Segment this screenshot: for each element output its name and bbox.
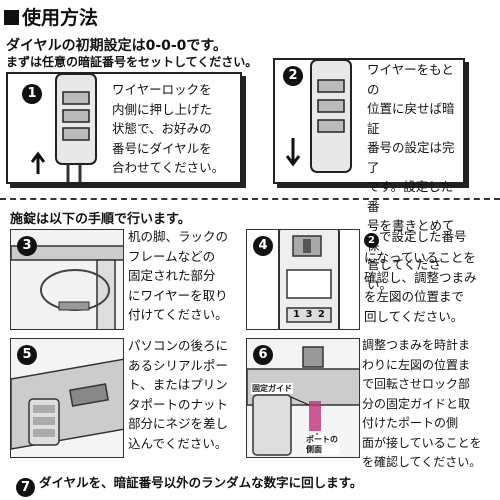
intro-line-1: ダイヤルの初期設定は0-0-0です。 <box>6 38 228 54</box>
step-4-number: 4 <box>253 236 273 256</box>
lock-dial-illustration-2 <box>285 60 352 173</box>
step-4-body: で設定した番号 になっていることを 確認し、調整つまみ を左図の位置まで 回して… <box>364 229 477 324</box>
step-2-number: 2 <box>283 66 303 86</box>
step-1-text: ワイヤーロックを 内側に押し上げた 状態で、お好みの 番号にダイヤルを 合わせて… <box>112 82 225 175</box>
lock-top-view-illustration <box>278 230 340 329</box>
step-1-number: 1 <box>22 84 42 104</box>
step-6-image: 6 固定ガイド ポートの 側面 <box>246 338 360 458</box>
dial-readout: 1 3 2 <box>293 309 326 320</box>
port-side-label: ポートの 側面 <box>305 435 339 455</box>
step-6-text: 調整つまみを時計ま わりに左図の位置ま で回転させロック部 分の固定ガイドと取 … <box>362 338 482 469</box>
step-6-number: 6 <box>253 345 273 365</box>
step-2-panel: 2 ワイヤーをもとの 位置に戻せば暗証 番号の設定は完了 です。設定した番 号を… <box>273 58 465 292</box>
step-1-panel: 1 ワイヤーロックを 内側に押し上げた 状態で、お好みの 番号にダイヤルを 合わ… <box>6 72 242 184</box>
step-3-text: 机の脚、ラックの フレームなどの 固定された部分 にワイヤーを取り 付けてくださ… <box>128 229 229 322</box>
fixed-guide-label: 固定ガイド <box>251 383 293 394</box>
step-7: 7 ダイヤルを、暗証番号以外のランダムな数字に回します。 <box>16 472 362 497</box>
lock-guide-illustration <box>247 339 359 457</box>
step-7-number: 7 <box>16 478 35 497</box>
step-5-text: パソコンの後ろに あるシリアルポー ト、またはプリン タポートのナット 部分にネ… <box>128 338 229 451</box>
step-3-image: 3 <box>10 229 124 330</box>
page-title: 使用方法 <box>4 3 98 30</box>
step-4-ref-number: 2 <box>364 233 379 248</box>
step-3-number: 3 <box>17 236 37 256</box>
title-text: 使用方法 <box>22 7 99 29</box>
step-5-image: 5 <box>10 338 124 458</box>
step-5-number: 5 <box>17 345 37 365</box>
section-divider <box>0 198 500 200</box>
lock-dial-illustration-1 <box>30 74 97 182</box>
intro-line-2: まずは任意の暗証番号をセットしてください。 <box>6 55 258 69</box>
step-7-text: ダイヤルを、暗証番号以外のランダムな数字に回します。 <box>39 475 363 490</box>
section-2-title: 施錠は以下の手順で行います。 <box>10 212 191 227</box>
step-4-image: 4 1 3 2 <box>246 229 360 330</box>
title-square-icon <box>4 10 19 25</box>
